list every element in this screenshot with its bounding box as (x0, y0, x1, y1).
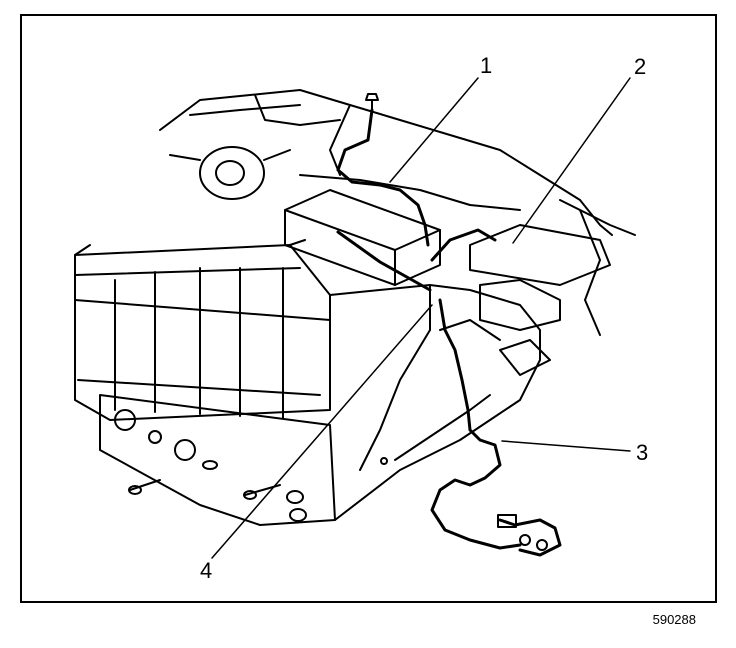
leader-line-1 (389, 77, 479, 183)
callout-label-2: 2 (634, 54, 646, 79)
blower-motor (169, 146, 291, 200)
figure-id: 590288 (652, 612, 696, 627)
side-housing (329, 284, 541, 521)
callout-label-4: 4 (200, 558, 212, 583)
callout-label-3: 3 (636, 440, 648, 465)
mode-actuator (469, 224, 611, 376)
leader-line-2 (512, 77, 631, 244)
heater-core-block (74, 239, 331, 421)
lower-plate (99, 394, 336, 526)
ground-bolt (365, 93, 379, 111)
wiring-harness (336, 108, 562, 557)
upper-housing (159, 89, 636, 336)
callout-label-1: 1 (480, 53, 492, 78)
leader-lines (211, 77, 631, 559)
leader-line-4 (211, 304, 433, 559)
harness-connector (497, 514, 548, 551)
illustration-frame (20, 14, 717, 603)
leader-line-3 (501, 440, 631, 452)
